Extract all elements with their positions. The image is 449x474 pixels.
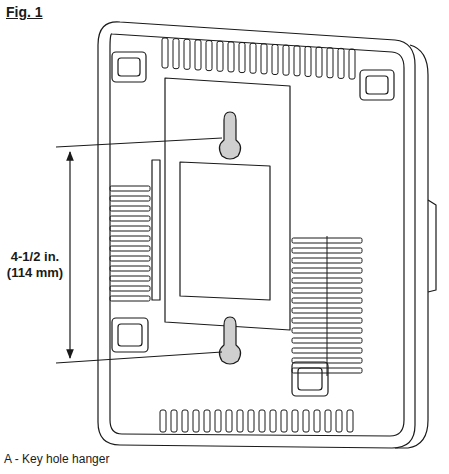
side-tab — [428, 200, 436, 292]
vent-slot — [110, 276, 150, 281]
extension-line — [56, 352, 222, 363]
vent-slot — [316, 47, 322, 77]
vent-slot — [110, 216, 150, 221]
vent-slot — [281, 410, 287, 432]
vent-slot — [237, 410, 243, 432]
vent-slot — [110, 286, 150, 291]
vent-slot — [110, 256, 150, 261]
vent-slot — [261, 44, 267, 74]
corner-pad — [292, 362, 328, 396]
vent-slot — [193, 410, 199, 432]
vent-slot — [110, 246, 150, 251]
vent-slot — [173, 39, 179, 69]
key-hole-hanger — [219, 317, 240, 364]
vent-slot — [314, 410, 320, 432]
vent-slot — [184, 39, 190, 69]
vent-slot — [272, 45, 278, 75]
vent-slot — [195, 40, 201, 70]
corner-pad — [118, 58, 140, 76]
vent-slot — [283, 45, 289, 75]
label-plate — [180, 162, 270, 300]
vent-slot — [327, 48, 333, 78]
vent-slot — [204, 410, 210, 432]
extension-line — [56, 138, 222, 147]
label-recess — [165, 78, 290, 330]
vent-slot — [338, 48, 344, 78]
caption: A - Key hole hanger — [4, 452, 109, 466]
corner-pad — [298, 368, 322, 390]
vent-slot — [349, 49, 355, 79]
vent-slot — [217, 41, 223, 71]
vent-slot — [162, 38, 168, 68]
vent-slot — [228, 42, 234, 72]
corner-pad — [112, 52, 146, 82]
vent-slot — [226, 410, 232, 432]
vent-slot — [336, 410, 342, 432]
vent-slot — [303, 410, 309, 432]
housing-rim — [110, 34, 404, 436]
vent-slot — [215, 410, 221, 432]
corner-pad — [366, 76, 388, 94]
vent-slot — [294, 46, 300, 76]
key-hole-hanger — [219, 112, 240, 159]
vent-slot — [305, 46, 311, 76]
vent-slot — [259, 410, 265, 432]
vent-slot — [182, 410, 188, 432]
vent-slot — [248, 410, 254, 432]
vent-slot — [110, 296, 150, 301]
vent-slot — [292, 410, 298, 432]
corner-pad — [360, 70, 394, 100]
vent-slot — [110, 186, 150, 191]
vent-slot — [110, 266, 150, 271]
vent-divider — [327, 236, 328, 376]
rib — [152, 160, 160, 300]
vent-slot — [171, 410, 177, 432]
dimension-line — [69, 152, 70, 358]
vent-slot — [110, 196, 150, 201]
vent-slot — [325, 410, 331, 432]
corner-pad — [118, 324, 142, 346]
vent-slot — [110, 226, 150, 231]
vent-slot — [270, 410, 276, 432]
housing-back — [98, 22, 415, 448]
vent-slot — [206, 41, 212, 71]
vent-slot — [110, 236, 150, 241]
corner-pad — [112, 318, 148, 352]
vent-slot — [110, 206, 150, 211]
vent-slot — [160, 410, 166, 432]
vent-slot — [347, 410, 353, 432]
figure-title: Fig. 1 — [6, 4, 43, 20]
dimension-label: 4-1/2 in. (114 mm) — [2, 248, 68, 281]
vent-slot — [239, 43, 245, 73]
vent-slot — [250, 43, 256, 73]
